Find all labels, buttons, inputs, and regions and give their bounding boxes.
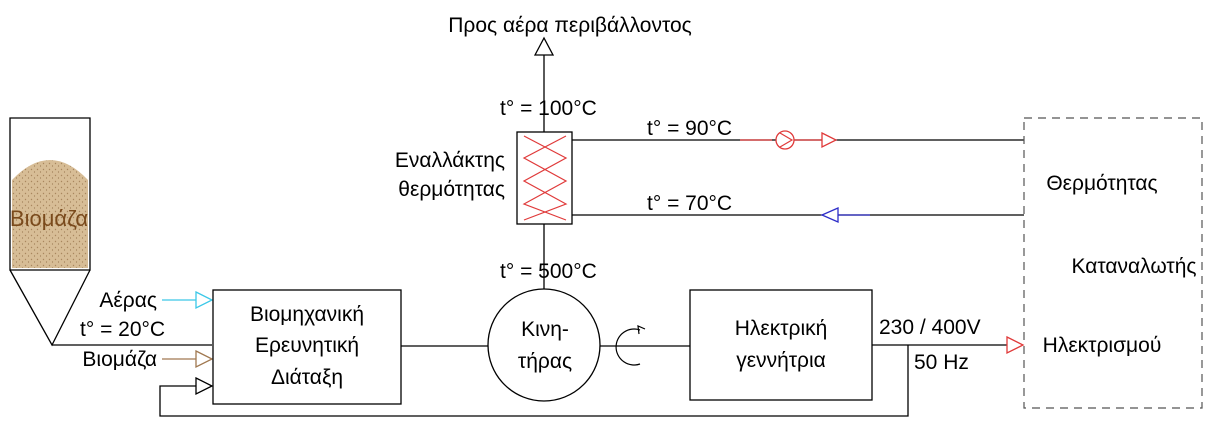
heat-exchanger-label-2: θερμότητας <box>398 178 505 201</box>
air-arrow-icon <box>195 290 214 310</box>
exhaust-arrow-icon <box>533 36 555 56</box>
silo-label: Βιομάζα <box>10 206 88 231</box>
consumer-electricity-label: Ηλεκτρισμού <box>1043 334 1162 357</box>
voltage-label: 230 / 400V <box>879 316 981 339</box>
ambient-air-label: Προς αέρα περιβάλλοντος <box>448 14 692 37</box>
reactor-label-3: Διάταξη <box>271 366 343 389</box>
inlet-temperature: t° = 20°C <box>80 318 165 341</box>
heat-exchanger: Εναλλάκτης θερμότητας <box>395 131 573 225</box>
biomass-silo: Βιομάζα <box>9 117 91 347</box>
recirculation-arrow-icon <box>195 376 214 396</box>
generator-label-2: γεννήτρια <box>736 349 826 372</box>
exhaust-temperature-500: t° = 500°C <box>500 260 597 283</box>
air-label: Αέρας <box>99 289 157 312</box>
frequency-label: 50 Hz <box>914 351 969 374</box>
generator-box: Ηλεκτρική γεννήτρια <box>689 289 873 401</box>
consumer-heat-label: Θερμότητας <box>1046 172 1157 195</box>
supply-arrow-icon <box>821 131 838 149</box>
engine-label-1: Κινη- <box>521 318 569 341</box>
biomass-arrow-icon <box>195 349 214 369</box>
exhaust-temperature-100: t° = 100°C <box>500 97 597 120</box>
generator-label-1: Ηλεκτρική <box>735 317 828 340</box>
biomass-label: Βιομάζα <box>82 348 157 371</box>
supply-temperature: t° = 90°C <box>647 117 732 140</box>
rotation-icon <box>615 325 646 366</box>
electricity-arrow-icon <box>1006 335 1025 355</box>
biomass-input: Βιομάζα <box>82 348 214 371</box>
air-input: Αέρας <box>99 289 214 312</box>
consumer-title-label: Καταναλωτής <box>1071 255 1196 278</box>
reactor-box: Βιομηχανική Ερευνητική Διάταξη <box>212 289 402 405</box>
silo-biomass-fill <box>12 160 88 268</box>
reactor-label-1: Βιομηχανική <box>250 303 364 326</box>
engine: Κινη- τήρας <box>487 288 601 402</box>
heat-exchanger-label-1: Εναλλάκτης <box>395 149 505 172</box>
return-arrow-icon <box>820 207 839 223</box>
engine-label-2: τήρας <box>518 350 572 373</box>
consumer-box: Θερμότητας Καταναλωτής Ηλεκτρισμού <box>1023 117 1203 409</box>
reactor-label-2: Ερευνητική <box>255 334 359 357</box>
return-temperature: t° = 70°C <box>647 192 732 215</box>
pump-icon <box>740 130 822 150</box>
